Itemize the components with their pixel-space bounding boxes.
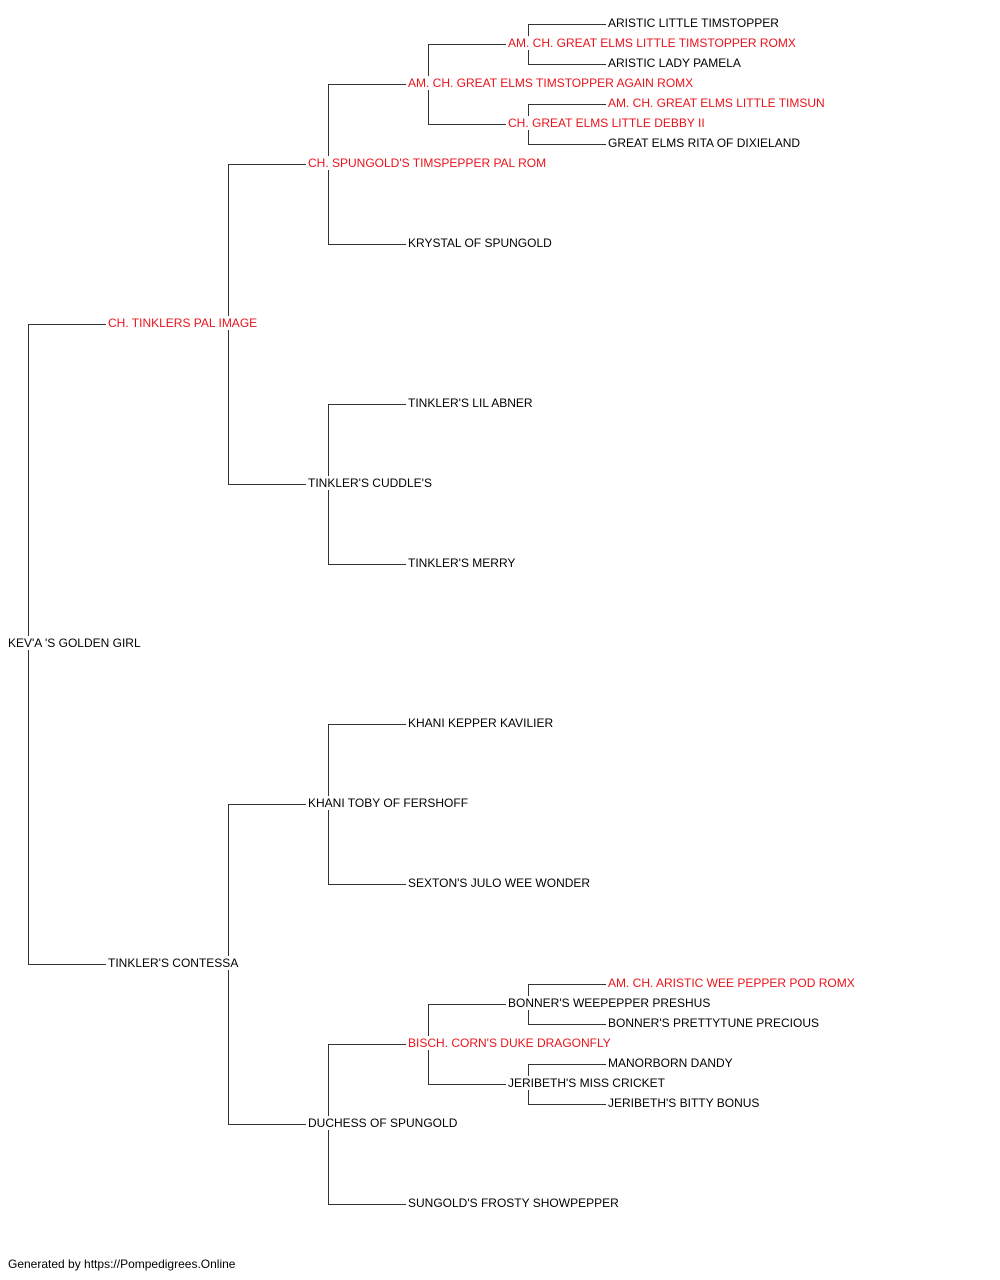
pedigree-node[interactable]: AM. CH. GREAT ELMS LITTLE TIMSUN [607, 96, 826, 110]
pedigree-node[interactable]: KHANI KEPPER KAVILIER [407, 716, 555, 730]
pedigree-node[interactable]: CH. SPUNGOLD'S TIMSPEPPER PAL ROM [307, 156, 548, 170]
pedigree-node[interactable]: KRYSTAL OF SPUNGOLD [407, 236, 553, 250]
pedigree-node[interactable]: CH. GREAT ELMS LITTLE DEBBY II [507, 116, 706, 130]
pedigree-node[interactable]: TINKLER'S CONTESSA [107, 956, 240, 970]
pedigree-node[interactable]: AM. CH. ARISTIC WEE PEPPER POD ROMX [607, 976, 856, 990]
pedigree-node[interactable]: MANORBORN DANDY [607, 1056, 734, 1070]
pedigree-node[interactable]: AM. CH. GREAT ELMS TIMSTOPPER AGAIN ROMX [407, 76, 695, 90]
pedigree-node[interactable]: JERIBETH'S BITTY BONUS [607, 1096, 761, 1110]
pedigree-node[interactable]: TINKLER'S LIL ABNER [407, 396, 534, 410]
pedigree-node[interactable]: TINKLER'S MERRY [407, 556, 517, 570]
pedigree-node[interactable]: BONNER'S PRETTYTUNE PRECIOUS [607, 1016, 820, 1030]
footer-credit: Generated by https://Pompedigrees.Online [8, 1257, 236, 1271]
pedigree-node[interactable]: SEXTON'S JULO WEE WONDER [407, 876, 592, 890]
pedigree-node[interactable]: BISCH. CORN'S DUKE DRAGONFLY [407, 1036, 612, 1050]
pedigree-node[interactable]: TINKLER'S CUDDLE'S [307, 476, 433, 490]
pedigree-node[interactable]: ARISTIC LADY PAMELA [607, 56, 742, 70]
pedigree-node[interactable]: ARISTIC LITTLE TIMSTOPPER [607, 16, 780, 30]
pedigree-node[interactable]: AM. CH. GREAT ELMS LITTLE TIMSTOPPER ROM… [507, 36, 797, 50]
pedigree-node[interactable]: KEV'A 'S GOLDEN GIRL [7, 636, 142, 650]
pedigree-node[interactable]: KHANI TOBY OF FERSHOFF [307, 796, 470, 810]
pedigree-node[interactable]: DUCHESS OF SPUNGOLD [307, 1116, 459, 1130]
pedigree-node[interactable]: GREAT ELMS RITA OF DIXIELAND [607, 136, 802, 150]
pedigree-node[interactable]: SUNGOLD'S FROSTY SHOWPEPPER [407, 1196, 620, 1210]
pedigree-node[interactable]: JERIBETH'S MISS CRICKET [507, 1076, 666, 1090]
pedigree-node[interactable]: CH. TINKLERS PAL IMAGE [107, 316, 259, 330]
pedigree-node[interactable]: BONNER'S WEEPEPPER PRESHUS [507, 996, 712, 1010]
